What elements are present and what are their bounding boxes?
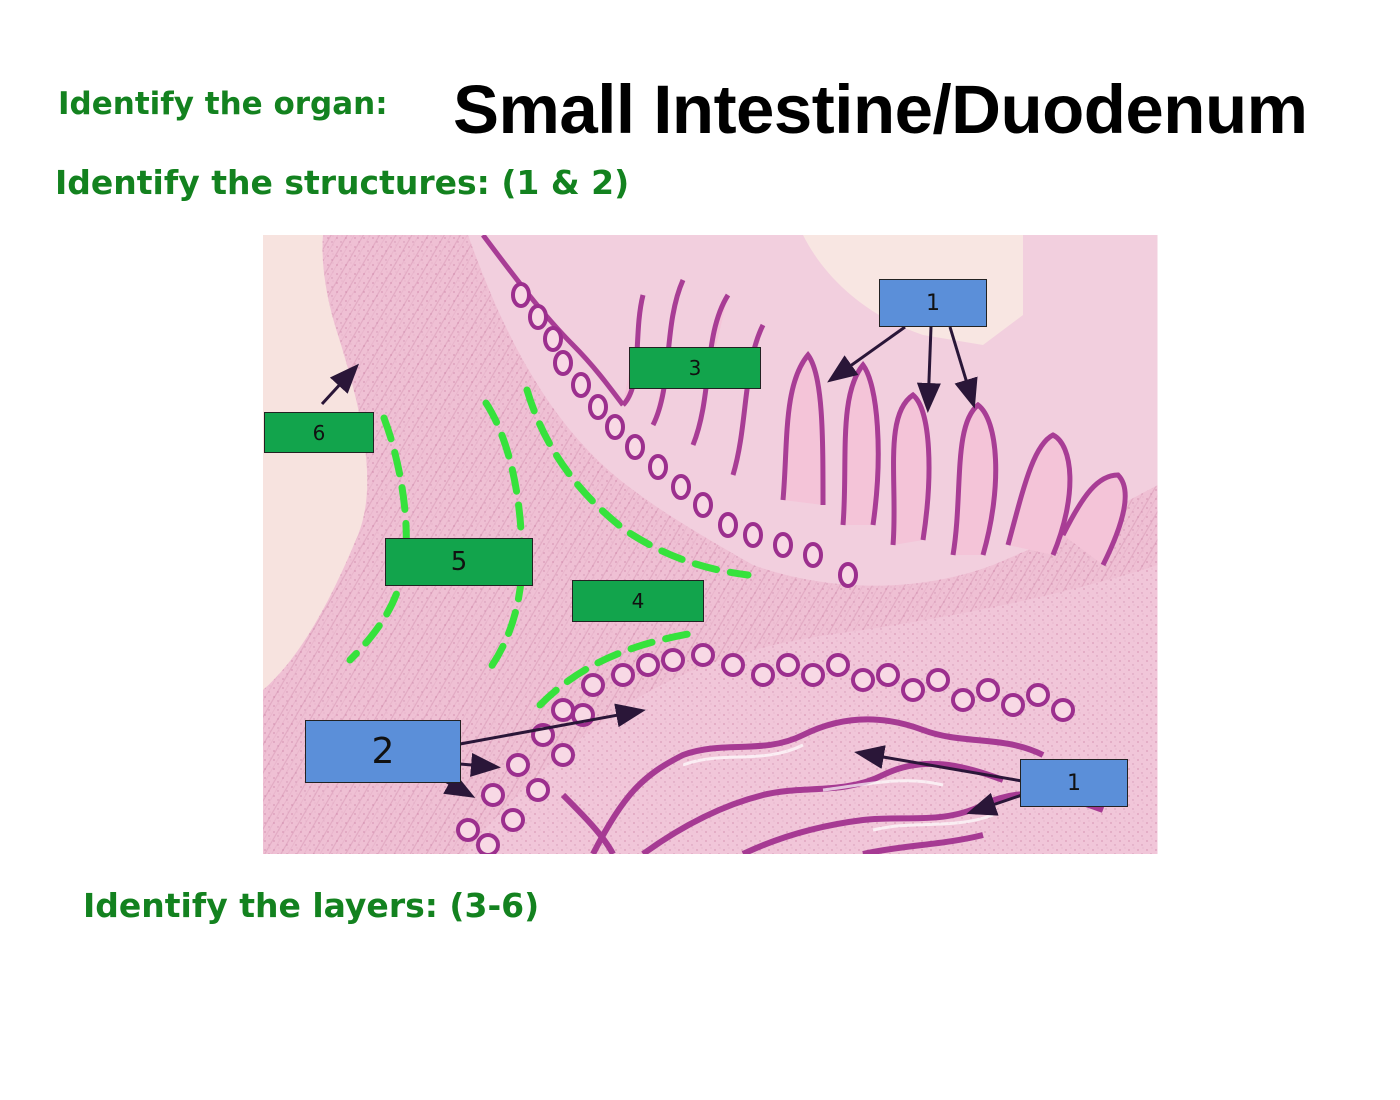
layer-5-label: 5 [385, 538, 533, 586]
layers-question: Identify the layers: (3-6) [83, 886, 540, 925]
organ-question: Identify the organ: [58, 86, 388, 122]
structure-1-label-bottom: 1 [1020, 759, 1128, 807]
structure-2-label: 2 [305, 720, 461, 783]
layer-6-label: 6 [264, 412, 374, 453]
structures-question: Identify the structures: (1 & 2) [55, 163, 630, 202]
structure-1-label-top: 1 [879, 279, 987, 327]
organ-answer-title: Small Intestine/Duodenum [453, 71, 1308, 148]
layer-4-label: 4 [572, 580, 704, 622]
layer-3-label: 3 [629, 347, 761, 389]
